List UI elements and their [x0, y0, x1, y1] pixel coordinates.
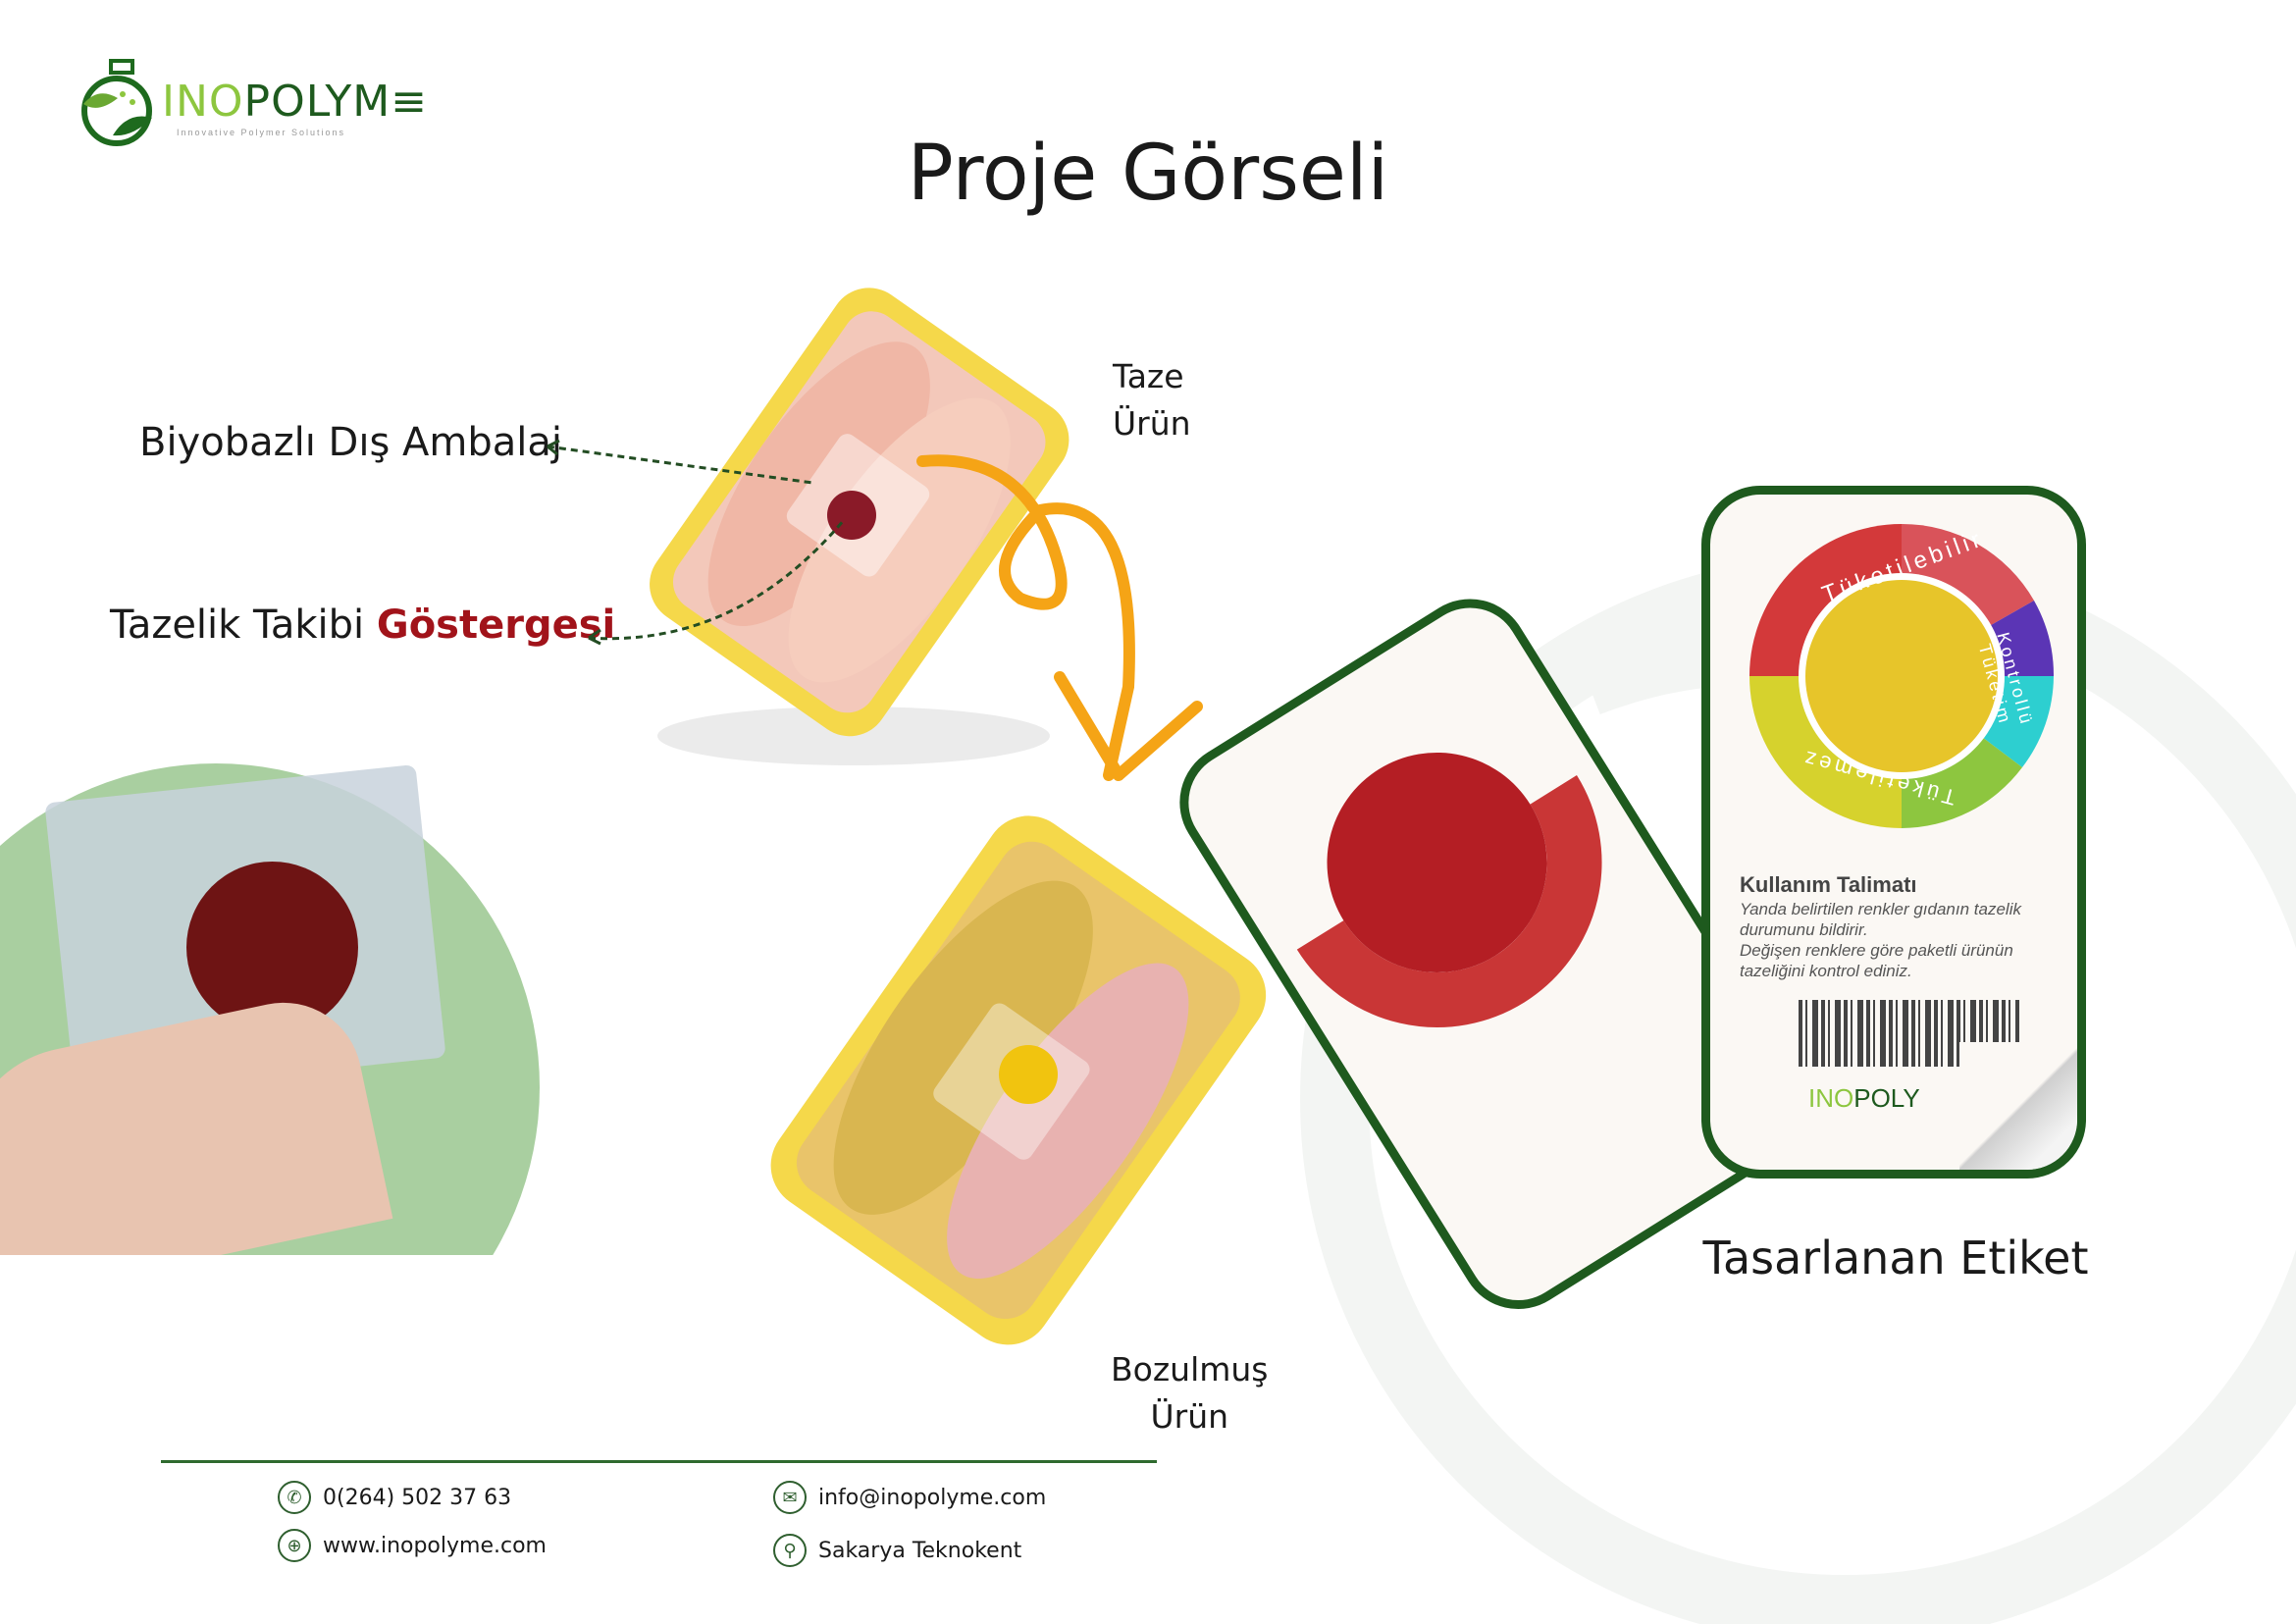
callout-arrows — [547, 439, 846, 646]
globe-icon: ⊕ — [278, 1529, 311, 1562]
indicator-photo — [0, 763, 549, 1255]
logo-tagline: Innovative Polymer Solutions — [177, 128, 346, 137]
logo-text-dark: POLYM — [243, 77, 391, 127]
location-pin-icon: ⚲ — [773, 1534, 807, 1567]
callout-outer-packaging: Biyobazlı Dış Ambalaj — [139, 420, 562, 465]
label-caption: Tasarlanan Etiket — [1702, 1231, 2089, 1284]
logo-flask-icon — [81, 59, 152, 146]
label-logo: INOPOLY — [1808, 1083, 1920, 1113]
footer-divider — [161, 1460, 1157, 1463]
label-card: Tüketilebilir Kontrollü Tüketim Tüketile… — [1701, 486, 2086, 1179]
callout-indicator: Tazelik Takibi Göstergesi — [110, 602, 616, 648]
instructions-text: Yanda belirtilen renkler gıdanın tazelik… — [1740, 900, 2021, 980]
contact-web[interactable]: ⊕www.inopolyme.com — [278, 1529, 547, 1562]
instructions-title: Kullanım Talimatı — [1740, 872, 1917, 897]
page-title: Proje Görseli — [907, 130, 1389, 218]
spoiled-product-tray — [770, 815, 1267, 1345]
page-curl — [1959, 1042, 2077, 1170]
freshness-color-ring — [1749, 523, 2055, 828]
phone-icon: ✆ — [278, 1481, 311, 1514]
mail-icon: ✉ — [773, 1481, 807, 1514]
contact-address: ⚲Sakarya Teknokent — [773, 1534, 1021, 1567]
fresh-product-tray — [650, 288, 1070, 765]
label-card-back — [1157, 576, 1831, 1332]
contact-email[interactable]: ✉info@inopolyme.com — [773, 1481, 1046, 1514]
transition-arrow-icon — [916, 454, 1203, 781]
contact-phone[interactable]: ✆0(264) 502 37 63 — [278, 1481, 511, 1514]
logo: INOPOLYM≡ Innovative Polymer Solutions — [74, 57, 427, 150]
indicator-dot-spoiled — [999, 1045, 1058, 1104]
logo-text-light: INO — [162, 77, 244, 127]
